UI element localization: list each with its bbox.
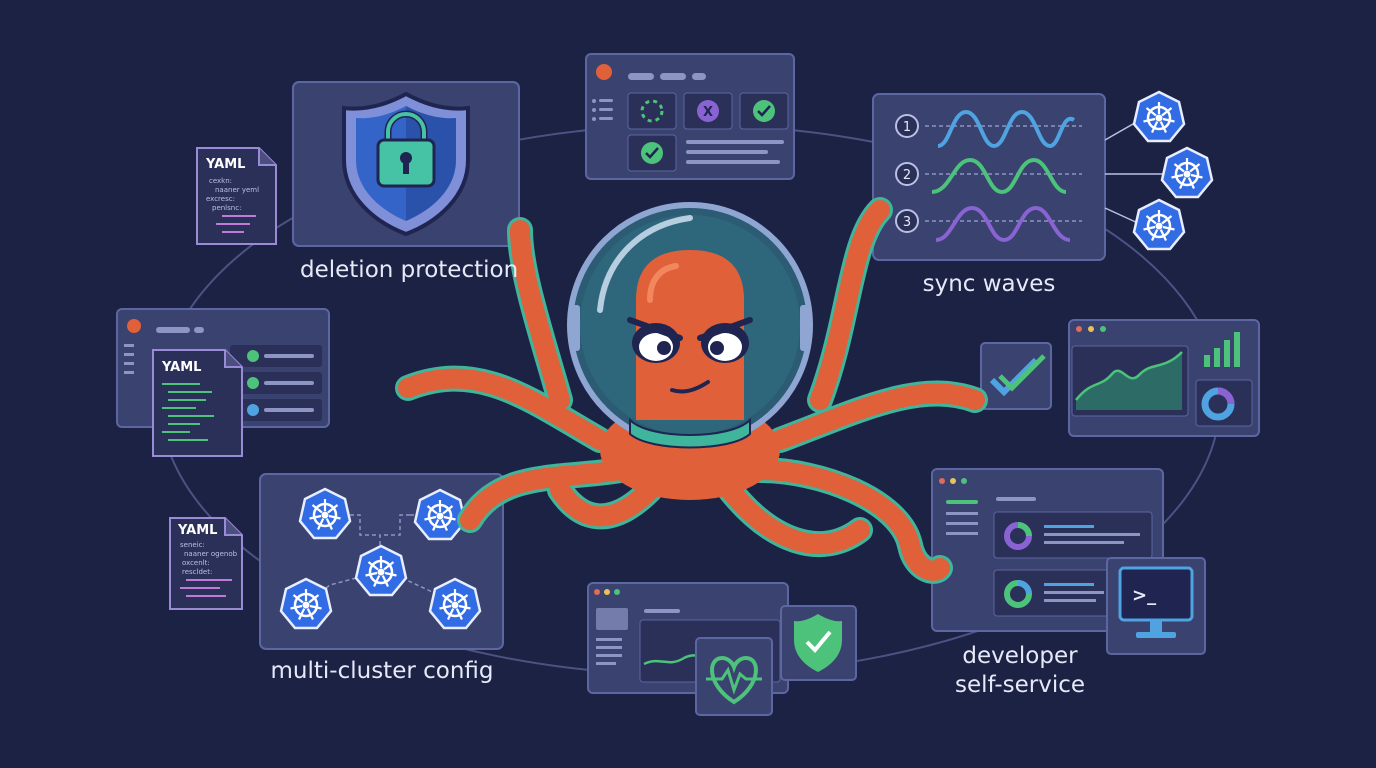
shield-check-icon bbox=[805, 630, 832, 653]
label-multi-cluster-config: multi-cluster config bbox=[270, 658, 494, 684]
svg-text:oxcenlt:: oxcenlt: bbox=[182, 559, 210, 567]
deletion-protection-panel bbox=[292, 81, 520, 247]
kubernetes-icon bbox=[1132, 90, 1186, 143]
kubernetes-icon bbox=[1160, 146, 1214, 199]
metrics-panel bbox=[1068, 319, 1260, 437]
label-sync-waves: sync waves bbox=[922, 271, 1056, 297]
sync-step-3: 3 bbox=[895, 205, 1082, 243]
svg-text:>_: >_ bbox=[1132, 585, 1156, 606]
shield-check-card bbox=[780, 605, 857, 681]
yaml-card-3: YAML seneic: naaner ogenob oxcenlt: resc… bbox=[169, 517, 243, 610]
terminal-card: >_ bbox=[1106, 557, 1206, 655]
svg-text:cexkn:: cexkn: bbox=[209, 177, 232, 185]
svg-text:seneic:: seneic: bbox=[180, 541, 205, 549]
argo-avatar bbox=[127, 319, 141, 333]
sync-step-2: 2 bbox=[895, 157, 1082, 195]
spinner-icon bbox=[640, 99, 664, 123]
svg-text:excresc:: excresc: bbox=[206, 195, 235, 203]
label-deletion-protection: deletion protection bbox=[300, 257, 519, 283]
svg-text:2: 2 bbox=[903, 168, 911, 183]
multi-cluster-panel bbox=[259, 473, 504, 650]
yaml-title: YAML bbox=[161, 360, 201, 375]
checklist-card bbox=[980, 342, 1052, 410]
label-self-service: self-service bbox=[954, 672, 1086, 698]
svg-text:3: 3 bbox=[903, 215, 911, 230]
svg-text:rescldet:: rescldet: bbox=[182, 568, 212, 576]
svg-text:naaner yeml: naaner yeml bbox=[215, 186, 259, 194]
sync-waves-panel: 1 2 3 bbox=[872, 90, 1214, 261]
svg-text:penlsnc:: penlsnc: bbox=[212, 204, 241, 212]
yaml-title: YAML bbox=[205, 157, 245, 172]
sync-step-1: 1 bbox=[895, 109, 1082, 149]
heart-icon bbox=[710, 655, 758, 705]
svg-text:naaner ogenob: naaner ogenob bbox=[184, 550, 238, 558]
app-status-dashboard: X bbox=[585, 53, 795, 180]
x-icon bbox=[697, 100, 719, 122]
label-developer: developer bbox=[962, 643, 1078, 669]
kubernetes-icon bbox=[1132, 198, 1186, 251]
svg-text:X: X bbox=[703, 105, 713, 120]
yaml-title: YAML bbox=[177, 523, 217, 538]
shield-lock-icon bbox=[342, 91, 470, 237]
yaml-card-1: YAML cexkn: naaner yeml excresc: penlsnc… bbox=[196, 147, 277, 245]
bar-graph-icon bbox=[1204, 332, 1240, 367]
svg-text:1: 1 bbox=[903, 120, 911, 135]
argo-octopus-mascot bbox=[395, 197, 988, 584]
heartbeat-card bbox=[695, 637, 773, 716]
argo-avatar bbox=[596, 64, 612, 80]
yaml-card-2: YAML bbox=[152, 349, 243, 457]
